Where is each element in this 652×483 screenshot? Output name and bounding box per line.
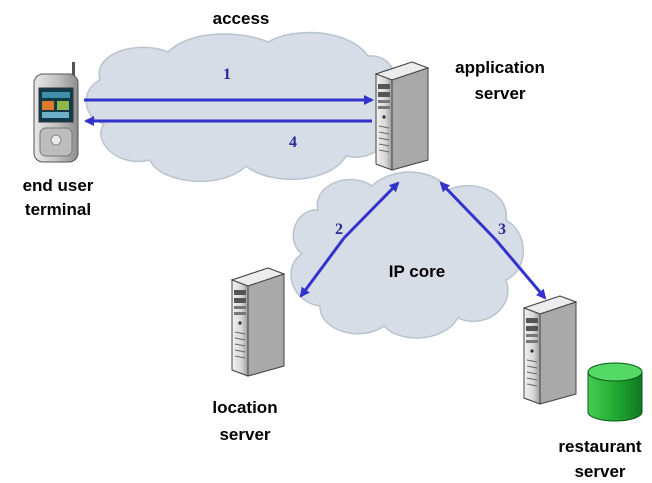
arrow-step-3-head-restaurant — [494, 239, 547, 300]
access-label: access — [213, 9, 270, 28]
restaurant-server-label-line2: server — [574, 462, 625, 481]
restaurant-server-icon — [523, 295, 577, 405]
database-cylinder-icon — [587, 362, 643, 422]
step-1-number: 1 — [223, 66, 231, 83]
location-server-icon — [231, 267, 285, 377]
arrow-step-3-head-app — [439, 181, 498, 242]
application-server-label-line2: server — [474, 84, 525, 103]
location-server-label-line1: location — [212, 398, 277, 417]
step-2-number: 2 — [335, 221, 343, 238]
location-server-label-line2: server — [219, 425, 270, 444]
arrow-step-2-head-location — [299, 237, 346, 298]
access-network-cloud — [85, 31, 396, 182]
application-server-icon — [375, 61, 429, 171]
restaurant-server-label-line1: restaurant — [558, 437, 641, 456]
end-user-terminal-label-line2: terminal — [25, 200, 91, 219]
mobile-phone-icon — [33, 62, 79, 163]
step-3-number: 3 — [498, 221, 506, 238]
arrow-step-2-head-app — [342, 181, 400, 240]
end-user-terminal-label-line1: end user — [23, 176, 94, 195]
ip-core-cloud — [290, 171, 524, 339]
ip-core-label: IP core — [389, 262, 445, 281]
application-server-label-line1: application — [455, 58, 545, 77]
step-4-number: 4 — [289, 134, 297, 151]
